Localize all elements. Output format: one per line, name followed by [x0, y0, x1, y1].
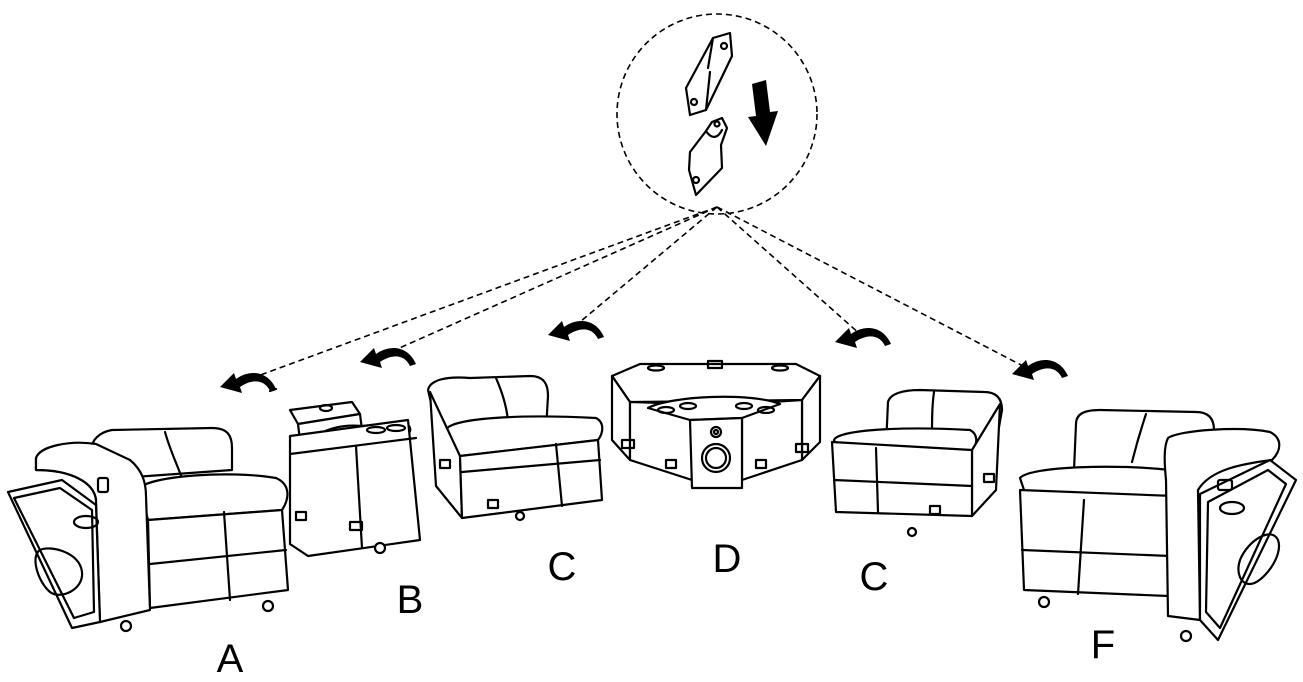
label-d: D	[713, 537, 742, 581]
piece-a-recliner	[6, 426, 290, 633]
piece-b-console	[288, 400, 422, 558]
detail-circle	[616, 13, 818, 215]
rotate-arrow-icon	[835, 328, 891, 348]
piece-d-corner-wedge	[610, 359, 822, 490]
piece-c-left-armless	[426, 374, 604, 522]
label-b: B	[397, 578, 424, 622]
arrow-down-icon	[748, 80, 778, 146]
leader-lines	[235, 206, 1024, 385]
rotate-arrow-icon	[360, 348, 416, 368]
piece-c-right-armless	[830, 388, 1004, 538]
rotate-arrow-icon	[548, 321, 604, 341]
rotate-arrow-icon	[220, 373, 278, 393]
label-c-right: C	[860, 555, 889, 599]
piece-f-recliner	[1018, 408, 1298, 643]
label-a: A	[217, 637, 244, 681]
detail-callout	[616, 13, 818, 215]
label-c-left: C	[548, 545, 577, 589]
rotate-arrow-icon	[1012, 360, 1068, 380]
bracket-connector-icon	[684, 31, 734, 197]
label-f: F	[1091, 623, 1115, 667]
rotation-arrows	[220, 321, 1068, 393]
